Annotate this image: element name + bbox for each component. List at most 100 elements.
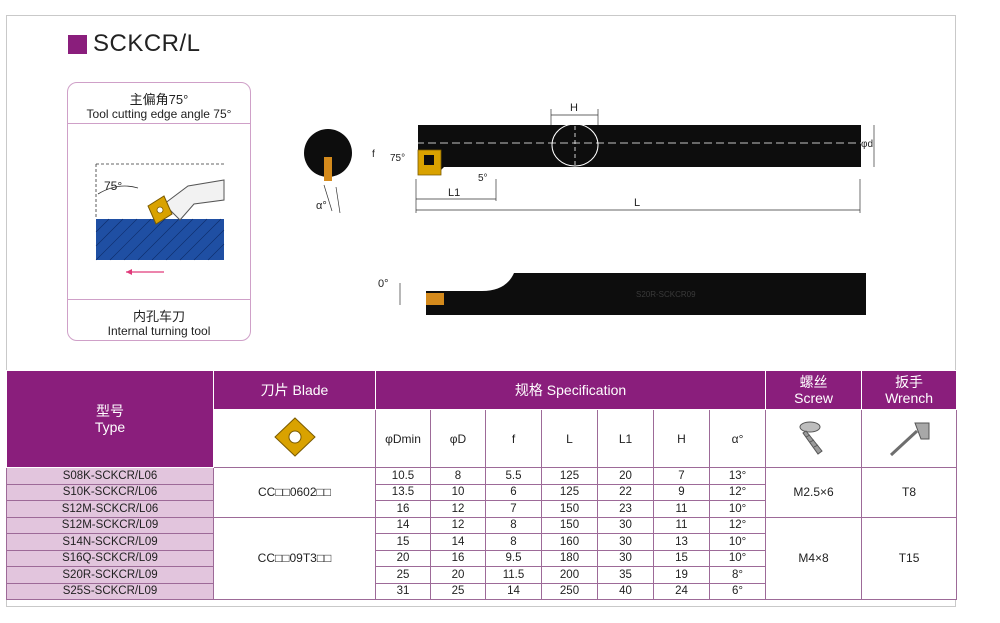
header-wrench-cn: 扳手 xyxy=(895,374,924,390)
cell-h: 19 xyxy=(653,566,710,584)
cell-d: 12 xyxy=(430,516,486,534)
col-f: f xyxy=(485,409,542,468)
cell-d: 20 xyxy=(430,566,486,584)
header-screw-cn: 螺丝 xyxy=(799,374,828,390)
boring-illustration: 75° xyxy=(95,163,225,275)
drawing-l-label: L xyxy=(634,197,640,209)
page-title: SCKCR/L xyxy=(93,30,201,57)
row-type: S25S-SCKCR/L09 xyxy=(6,582,214,600)
cutting-angle-cn: 主偏角75° xyxy=(129,92,189,107)
row-type: S08K-SCKCR/L06 xyxy=(6,467,214,485)
cell-a: 10° xyxy=(708,500,767,518)
cell-dmin: 16 xyxy=(375,500,431,518)
cell-h: 24 xyxy=(653,582,710,600)
drawing-alpha-label: α° xyxy=(316,200,327,212)
cell-h: 11 xyxy=(653,500,710,518)
screw-image-cell xyxy=(765,409,863,468)
screw-spec: M2.5×6 xyxy=(765,467,863,518)
header-specification: 规格 Specification xyxy=(374,370,767,410)
blade-image-cell xyxy=(213,409,376,468)
cell-a: 12° xyxy=(708,483,767,501)
cell-l: 200 xyxy=(541,566,598,584)
cell-d: 14 xyxy=(430,533,486,551)
row-type: S16Q-SCKCR/L09 xyxy=(6,549,214,567)
cell-l1: 22 xyxy=(597,483,654,501)
screw-spec: M4×8 xyxy=(765,516,863,600)
insert-icon xyxy=(273,417,316,457)
cell-dmin: 25 xyxy=(375,566,431,584)
cell-h: 11 xyxy=(653,516,710,534)
cell-f: 14 xyxy=(485,582,542,600)
cell-l1: 40 xyxy=(597,582,654,600)
cell-d: 25 xyxy=(430,582,486,600)
cell-l: 160 xyxy=(541,533,598,551)
header-screw-en: Screw xyxy=(794,390,834,406)
cell-a: 8° xyxy=(708,566,767,584)
cell-l: 250 xyxy=(541,582,598,600)
drawing-d-label: φd xyxy=(861,139,873,150)
cell-l1: 30 xyxy=(597,533,654,551)
cell-h: 9 xyxy=(653,483,710,501)
cell-dmin: 13.5 xyxy=(375,483,431,501)
cell-d: 10 xyxy=(430,483,486,501)
wrench-spec: T15 xyxy=(861,516,958,600)
cell-dmin: 31 xyxy=(375,582,431,600)
drawing-l1-label: L1 xyxy=(448,187,460,199)
cell-a: 10° xyxy=(708,549,767,567)
cell-dmin: 15 xyxy=(375,533,431,551)
col-alpha: α° xyxy=(708,409,767,468)
col-l: L xyxy=(541,409,598,468)
col-h: H xyxy=(653,409,710,468)
shank-marking: S20R-SCKCR09 xyxy=(636,290,696,299)
wrench-spec: T8 xyxy=(861,467,958,518)
cell-f: 7 xyxy=(485,500,542,518)
row-type: S10K-SCKCR/L06 xyxy=(6,483,214,501)
cell-f: 6 xyxy=(485,483,542,501)
cell-l: 150 xyxy=(541,500,598,518)
blade-code: CC□□0602□□ xyxy=(213,467,376,518)
cell-l1: 23 xyxy=(597,500,654,518)
row-type: S20R-SCKCR/L09 xyxy=(6,566,214,584)
cell-l: 125 xyxy=(541,467,598,485)
spec-table: 型号 Type 刀片 Blade 规格 Specification 螺丝 Scr… xyxy=(6,370,958,600)
col-d: φD xyxy=(430,409,486,468)
header-blade: 刀片 Blade xyxy=(213,370,376,410)
info-box: 主偏角75° Tool cutting edge angle 75° 75° 内… xyxy=(67,82,251,341)
cell-dmin: 20 xyxy=(375,549,431,567)
info-box-header: 主偏角75° Tool cutting edge angle 75° xyxy=(68,83,250,124)
wrench-icon xyxy=(890,422,930,457)
cell-d: 16 xyxy=(430,549,486,567)
cell-a: 13° xyxy=(708,467,767,485)
cell-h: 15 xyxy=(653,549,710,567)
cell-f: 9.5 xyxy=(485,549,542,567)
cell-d: 8 xyxy=(430,467,486,485)
col-l1: L1 xyxy=(597,409,654,468)
header-wrench: 扳手 Wrench xyxy=(861,370,958,410)
tool-type-cn: 内孔车刀 xyxy=(132,309,185,324)
header-screw: 螺丝 Screw xyxy=(765,370,863,410)
cell-l1: 30 xyxy=(597,549,654,567)
drawing-5-label: 5° xyxy=(478,173,488,184)
cell-f: 5.5 xyxy=(485,467,542,485)
cell-a: 12° xyxy=(708,516,767,534)
info-box-footer: 内孔车刀 Internal turning tool xyxy=(68,299,250,340)
col-dmin: φDmin xyxy=(375,409,431,468)
header-type-en: Type xyxy=(94,419,126,435)
cell-l: 125 xyxy=(541,483,598,501)
catalog-frame xyxy=(6,15,956,607)
header-wrench-en: Wrench xyxy=(885,390,934,406)
cell-l: 180 xyxy=(541,549,598,567)
row-type: S12M-SCKCR/L09 xyxy=(6,516,214,534)
wrench-image-cell xyxy=(861,409,958,468)
drawing-f-label: f xyxy=(372,149,375,160)
drawing-75-label: 75° xyxy=(390,153,405,164)
cell-f: 11.5 xyxy=(485,566,542,584)
title-block: SCKCR/L xyxy=(68,30,201,57)
